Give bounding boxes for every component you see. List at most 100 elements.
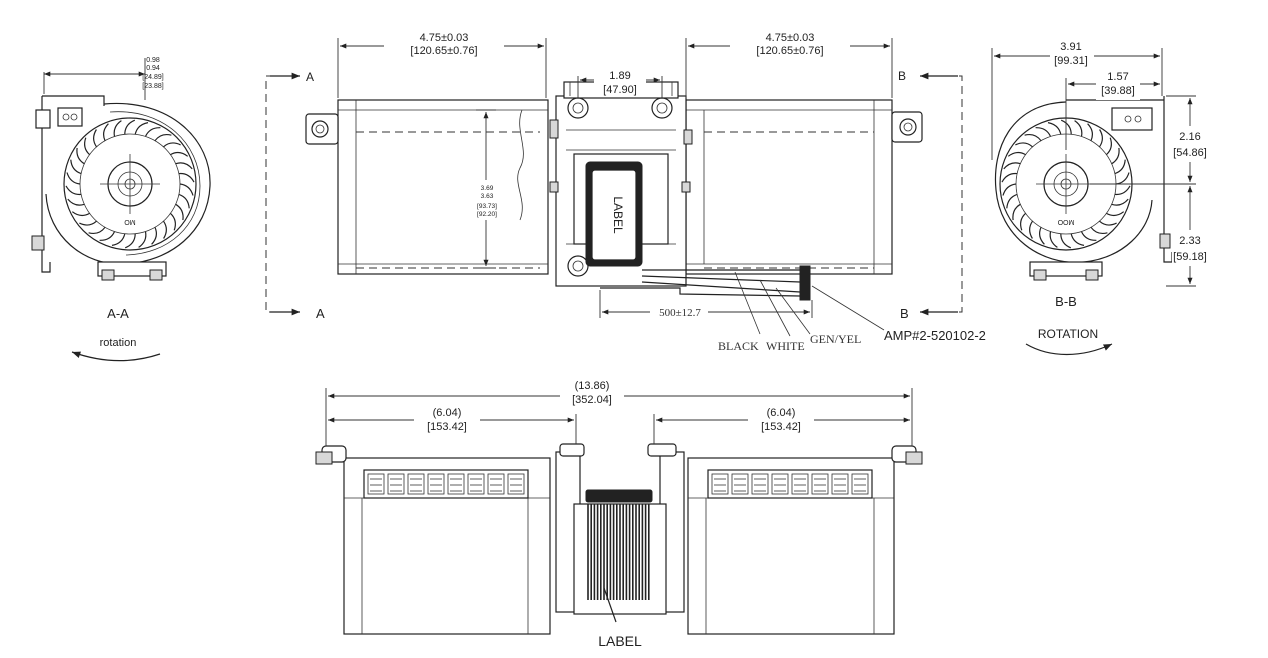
blade bbox=[162, 220, 167, 239]
blade bbox=[175, 162, 193, 170]
blade bbox=[1060, 119, 1072, 135]
dim-center-mm: [47.90] bbox=[603, 84, 637, 96]
vent-slot bbox=[507, 473, 525, 495]
blade bbox=[84, 137, 90, 156]
blower-wheel-blades bbox=[65, 119, 195, 249]
blade bbox=[178, 193, 190, 209]
section-label-aa: A-A bbox=[107, 306, 129, 321]
blade bbox=[1060, 233, 1072, 249]
blade bbox=[1070, 233, 1085, 246]
vent-slot bbox=[407, 473, 425, 495]
blade bbox=[1111, 147, 1120, 165]
blade bbox=[1098, 129, 1103, 148]
dim-height-2: 3.63 bbox=[481, 193, 494, 200]
blade bbox=[1029, 220, 1034, 239]
blade bbox=[1114, 185, 1131, 196]
dim-right-in: 4.75±0.03 bbox=[766, 32, 815, 44]
blade bbox=[1106, 137, 1112, 156]
dim-aa-4: [23.88] bbox=[142, 83, 163, 90]
blade bbox=[144, 127, 161, 137]
blade bbox=[1049, 231, 1058, 248]
dim-height-3: [93.73] bbox=[477, 203, 497, 210]
blade bbox=[103, 123, 109, 141]
dim-height-4: [92.20] bbox=[477, 211, 497, 218]
blade bbox=[1074, 120, 1083, 137]
blade bbox=[1002, 183, 1017, 196]
motor-coil bbox=[587, 504, 650, 600]
vent-slot bbox=[851, 473, 869, 495]
dim-total-mm: [352.04] bbox=[572, 394, 612, 406]
vent-slot bbox=[731, 473, 749, 495]
blade bbox=[1024, 133, 1042, 142]
dim-bottom-right-in: (6.04) bbox=[767, 407, 796, 419]
blade bbox=[76, 147, 85, 165]
blade bbox=[111, 233, 126, 246]
blade bbox=[65, 185, 82, 196]
motor-label: LABEL bbox=[611, 196, 625, 234]
dim-bb-w-mm: [99.31] bbox=[1054, 55, 1088, 67]
blade bbox=[1115, 172, 1130, 185]
vent-slots-right bbox=[711, 473, 869, 495]
motor-mark: MO bbox=[124, 218, 136, 225]
front-view: A A B B bbox=[265, 30, 986, 353]
blade bbox=[1087, 123, 1093, 141]
blade bbox=[179, 183, 194, 196]
blade bbox=[1001, 172, 1018, 183]
rotation-arrow-aa bbox=[71, 351, 161, 362]
blade bbox=[1106, 211, 1125, 217]
blade bbox=[1080, 231, 1097, 241]
dim-aa-1: 0.98 bbox=[146, 57, 160, 64]
rotation-label-bb: ROTATION bbox=[1038, 327, 1098, 341]
dim-aa-3: [24.89] bbox=[142, 74, 163, 81]
dim-height-1: 3.69 bbox=[481, 185, 494, 192]
bottom-label: LABEL bbox=[598, 633, 642, 649]
blade bbox=[71, 211, 90, 217]
blade bbox=[93, 129, 98, 148]
blade bbox=[124, 233, 136, 249]
dim-aa-2: 0.94 bbox=[146, 65, 160, 72]
blade bbox=[1035, 127, 1052, 137]
dim-bb-c: 1.57 bbox=[1107, 71, 1128, 83]
connector-label: AMP#2-520102-2 bbox=[884, 328, 986, 343]
section-marker-b-bottom: B bbox=[900, 306, 909, 321]
vent-slot bbox=[711, 473, 729, 495]
blade bbox=[1003, 162, 1021, 170]
section-marker-a-bottom: A bbox=[316, 306, 325, 321]
vent-slot bbox=[791, 473, 809, 495]
dim-bb-h2-mm: [59.18] bbox=[1173, 251, 1207, 263]
blade bbox=[163, 142, 181, 148]
blade bbox=[178, 172, 195, 183]
dim-bb-w: 3.91 bbox=[1060, 41, 1081, 53]
dim-bb-h1: 2.16 bbox=[1179, 131, 1200, 143]
blade bbox=[66, 172, 81, 185]
motor-mark-bb: MOO bbox=[1057, 218, 1074, 225]
blade bbox=[70, 159, 82, 175]
rotation-label-aa: rotation bbox=[100, 337, 137, 349]
blade bbox=[1012, 203, 1021, 221]
blade bbox=[1020, 212, 1026, 231]
blade bbox=[1006, 193, 1018, 209]
dim-bottom-right-mm: [153.42] bbox=[761, 421, 801, 433]
wire-black: BLACK bbox=[718, 339, 759, 353]
blade bbox=[138, 231, 147, 248]
vent-slot bbox=[751, 473, 769, 495]
blade bbox=[154, 133, 172, 142]
blade bbox=[67, 198, 85, 206]
blade bbox=[1111, 198, 1129, 206]
dim-right-mm: [120.65±0.76] bbox=[756, 45, 823, 57]
blade bbox=[79, 220, 97, 226]
vent-slot bbox=[831, 473, 849, 495]
blade bbox=[113, 120, 122, 137]
section-marker-b-top: B bbox=[898, 69, 906, 83]
blower-wheel-blades-bb bbox=[1001, 119, 1131, 249]
vent-slot bbox=[427, 473, 445, 495]
dim-bb-c-mm: [39.88] bbox=[1101, 85, 1135, 97]
dim-left-in: 4.75±0.03 bbox=[420, 32, 469, 44]
blade bbox=[134, 122, 149, 135]
blade bbox=[124, 119, 136, 135]
blade bbox=[1090, 226, 1108, 235]
dim-left-mm: [120.65±0.76] bbox=[410, 45, 477, 57]
vent-slot bbox=[387, 473, 405, 495]
